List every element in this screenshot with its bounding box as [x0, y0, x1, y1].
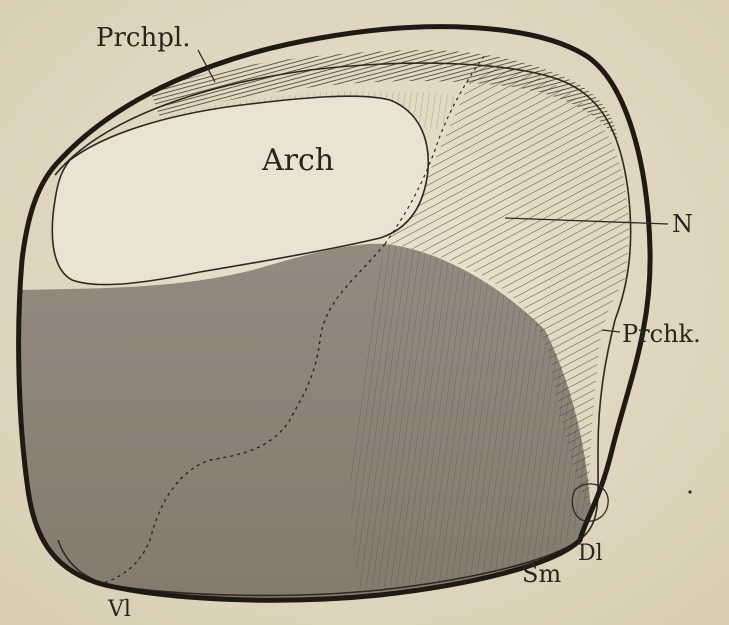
label-n: N [672, 210, 693, 238]
label-prchpl: Prchpl. [96, 23, 190, 53]
label-prchk: Prchk. [622, 320, 701, 348]
label-vl: Vl [107, 597, 131, 622]
stray-dot [688, 490, 691, 493]
label-arch: Arch [261, 143, 334, 178]
label-sm: Sm [522, 560, 561, 588]
label-dl: Dl [578, 541, 603, 566]
